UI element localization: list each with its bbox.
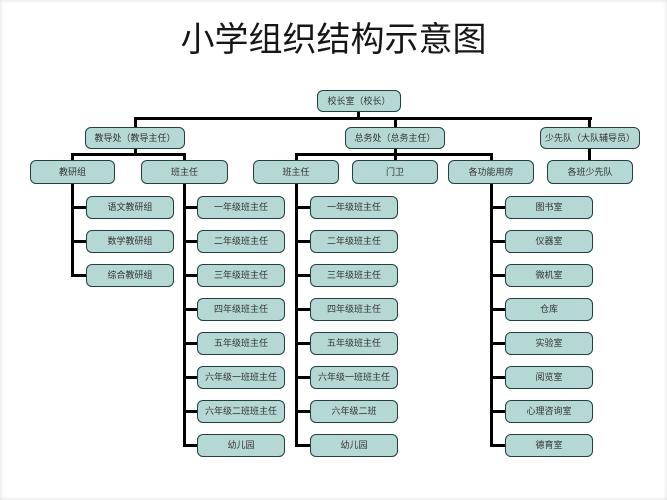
org-node: 二年级班主任	[197, 230, 285, 253]
org-node: 四年级班主任	[310, 298, 398, 321]
connector-line	[490, 342, 505, 345]
connector-line	[183, 342, 197, 345]
connector-line	[183, 410, 197, 413]
connector-line	[134, 149, 137, 155]
connector-line	[183, 206, 197, 209]
connector-line	[295, 240, 310, 243]
connector-line	[490, 184, 493, 447]
org-node: 心理咨询室	[505, 400, 593, 423]
org-node: 三年级班主任	[197, 264, 285, 287]
connector-line	[295, 342, 310, 345]
connector-line	[71, 206, 86, 209]
org-node: 微机室	[505, 264, 593, 287]
connector-line	[357, 112, 360, 120]
node-teaching-research-group: 教研组	[30, 160, 115, 184]
org-node: 四年级班主任	[197, 298, 285, 321]
org-node: 德育室	[505, 434, 593, 457]
org-node: 仪器室	[505, 230, 593, 253]
org-node: 三年级班主任	[310, 264, 398, 287]
connector-line	[71, 240, 86, 243]
node-principal-office: 校长室（校长）	[317, 90, 401, 112]
org-node: 一年级班主任	[310, 196, 398, 219]
connector-line	[183, 308, 197, 311]
connector-line	[134, 117, 592, 120]
org-node: 五年级班主任	[310, 332, 398, 355]
connector-line	[295, 444, 310, 447]
connector-line	[588, 149, 591, 160]
org-node: 幼儿园	[310, 434, 398, 457]
connector-line	[295, 274, 310, 277]
connector-line	[490, 308, 505, 311]
connector-line	[183, 153, 186, 160]
node-class-teachers-1: 班主任	[141, 160, 228, 184]
connector-line	[295, 308, 310, 311]
org-node: 阅览室	[505, 366, 593, 389]
connector-line	[71, 153, 74, 160]
node-young-pioneers: 少先队（大队辅导员）	[540, 127, 640, 149]
org-node: 五年级班主任	[197, 332, 285, 355]
node-teaching-affairs-office: 教导处（教导主任）	[85, 127, 185, 149]
connector-line	[490, 153, 493, 160]
org-node: 六年级一班班主任	[197, 366, 285, 389]
org-node: 语文教研组	[86, 196, 174, 219]
org-node: 六年级二班	[310, 400, 398, 423]
connector-line	[71, 274, 86, 277]
node-class-young-pioneers: 各班少先队	[547, 160, 633, 184]
connector-line	[490, 274, 505, 277]
connector-line	[295, 376, 310, 379]
connector-line	[183, 444, 197, 447]
connector-line	[134, 117, 137, 127]
node-general-affairs-office: 总务处（总务主任）	[345, 127, 445, 149]
connector-line	[295, 153, 298, 160]
connector-line	[588, 117, 591, 127]
node-class-teachers-2: 班主任	[253, 160, 339, 184]
connector-line	[490, 376, 505, 379]
org-node: 二年级班主任	[310, 230, 398, 253]
connector-line	[183, 184, 186, 447]
diagram-title: 小学组织结构示意图	[180, 22, 487, 59]
node-gatekeeper: 门卫	[352, 160, 438, 184]
connector-line	[490, 444, 505, 447]
connector-line	[490, 240, 505, 243]
org-node: 数学教研组	[86, 230, 174, 253]
node-functional-rooms: 各功能用房	[448, 160, 534, 184]
org-node: 六年级二班班主任	[197, 400, 285, 423]
connector-line	[295, 153, 493, 156]
connector-line	[71, 184, 74, 277]
connector-line	[295, 184, 298, 447]
connector-line	[295, 410, 310, 413]
org-node: 综合教研组	[86, 264, 174, 287]
connector-line	[71, 153, 186, 156]
connector-line	[183, 274, 197, 277]
org-node: 幼儿园	[197, 434, 285, 457]
connector-line	[490, 410, 505, 413]
org-node: 一年级班主任	[197, 196, 285, 219]
org-node: 六年级一班班主任	[310, 366, 398, 389]
connector-line	[490, 206, 505, 209]
connector-line	[183, 376, 197, 379]
connector-line	[295, 206, 310, 209]
connector-line	[183, 240, 197, 243]
org-node: 实验室	[505, 332, 593, 355]
org-node: 仓库	[505, 298, 593, 321]
org-node: 图书室	[505, 196, 593, 219]
connector-line	[394, 117, 397, 127]
